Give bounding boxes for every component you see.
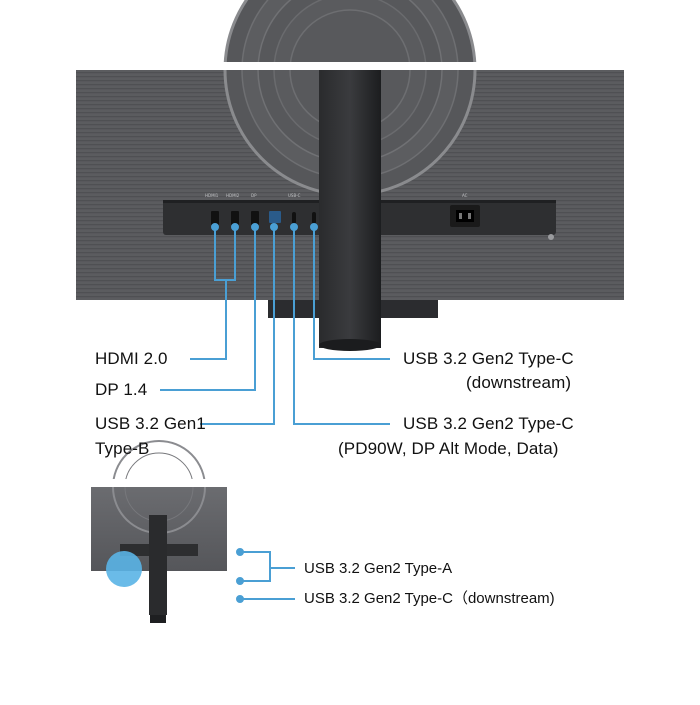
usb-c-down-port [312,212,316,224]
power-port [450,205,480,227]
line-usbc-down [313,227,390,360]
silk-ac: AC [462,193,468,198]
label-dp: DP 1.4 [95,380,148,399]
silk-hdmi2: HDMI2 [226,193,240,198]
usb-c-pd-port [292,212,296,224]
line-dp [160,227,256,391]
silk-dp: DP [251,193,257,198]
label-usbc-down-line2: (downstream) [466,373,572,392]
line-usb-b [200,227,275,425]
label-usb-b-line2: Type-B [95,439,150,458]
label-usbc-down-line1: USB 3.2 Gen2 Type-C [403,349,574,368]
callout-lines [160,223,390,425]
stand-neck [319,70,381,348]
label-usb-b-line1: USB 3.2 Gen1 [95,414,206,433]
label-usbc-pd-line1: USB 3.2 Gen2 Type-C [403,414,574,433]
inset-callout-lines [236,548,295,603]
hdmi1-port [211,211,219,225]
label-hdmi: HDMI 2.0 [95,349,168,368]
dp-port [251,211,259,225]
inset-monitor [91,440,227,623]
label-inset-usbc-down: USB 3.2 Gen2 Type-C（downstream) [304,590,555,607]
usb-b-port [269,211,281,223]
label-inset-usba: USB 3.2 Gen2 Type-A [304,560,453,577]
hdmi2-port [231,211,239,225]
inset-highlight-circle [106,551,142,587]
line-usbc-pd [293,227,390,425]
silk-usbc: USB-C [288,193,301,198]
ports [211,205,554,240]
label-usbc-pd-line2: (PD90W, DP Alt Mode, Data) [338,439,559,458]
silk-hdmi1: HDMI1 [205,193,219,198]
